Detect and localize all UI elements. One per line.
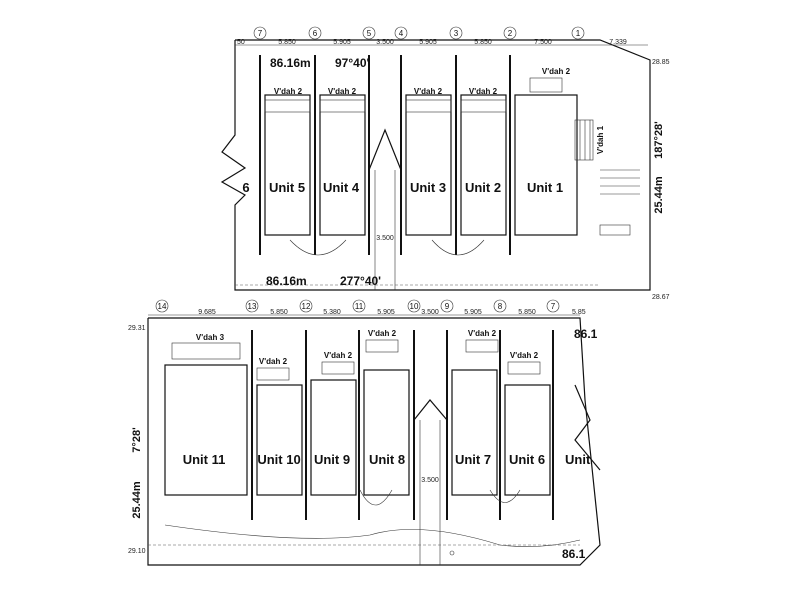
dimension-label: 5.850 (270, 309, 288, 316)
unit-label: Unit 10 (257, 452, 300, 467)
lower-unit-labels: Unit 11 Unit 10 Unit 9 Unit 8 Unit 7 Uni… (183, 452, 591, 467)
verandah-label: V'dah 2 (469, 87, 498, 96)
grid-number: 1 (576, 29, 581, 38)
rl-label: 29.31 (128, 325, 146, 332)
grid-number: 12 (302, 302, 311, 311)
unit-label: Unit 3 (410, 180, 446, 195)
grid-number: 7 (258, 29, 263, 38)
unit-label: Unit 1 (527, 180, 563, 195)
grid-number: 2 (508, 29, 513, 38)
unit-label: Unit 6 (509, 452, 545, 467)
bottom-bearing-length: 86.1 (562, 547, 586, 561)
grid-number: 14 (158, 302, 167, 311)
grid-number: 4 (399, 29, 404, 38)
left-side-angle: 7°28' (131, 427, 143, 453)
upper-verandahs: V'dah 2 V'dah 2 V'dah 2 V'dah 2 V'dah 2 … (264, 67, 605, 154)
unit-label: Unit 8 (369, 452, 405, 467)
dimension-label: 3.500 (421, 309, 439, 316)
dimension-label: 5.905 (377, 309, 395, 316)
dimension-label: 7.339 (609, 39, 627, 46)
grid-number: 3 (454, 29, 459, 38)
verandah-label: V'dah 3 (196, 333, 225, 342)
verandah-label: V'dah 2 (510, 351, 539, 360)
rl-label: 29.10 (128, 548, 146, 555)
dimension-label: 5.850 (278, 39, 296, 46)
grid-number: 11 (355, 302, 364, 311)
right-side-length: 25.44m (653, 176, 665, 214)
grid-number: 6 (313, 29, 318, 38)
lower-verandahs: V'dah 3 V'dah 2 V'dah 2 V'dah 2 V'dah 2 … (171, 329, 541, 381)
dimension-label: 5.905 (419, 39, 437, 46)
verandah-label: V'dah 2 (324, 351, 353, 360)
top-bearing-length: 86.16m (270, 56, 311, 70)
upper-grid-markers: 7 6 5 4 3 2 1 (253, 26, 585, 40)
grid-number: 5 (367, 29, 372, 38)
right-side-angle: 187°28' (653, 121, 665, 159)
dimension-label: 9.685 (198, 309, 216, 316)
verandah-label: V'dah 2 (468, 329, 497, 338)
partial-unit-label: 6 (242, 180, 249, 195)
dimension-label: 5.850 (518, 309, 536, 316)
dimension-label: 5.905 (464, 309, 482, 316)
dimension-label: 7.500 (534, 39, 552, 46)
upper-boundary (220, 39, 651, 291)
driveway-dimension: 3.500 (376, 235, 394, 242)
lower-unit-walls (148, 330, 581, 565)
rl-label: 28.85 (652, 59, 670, 66)
verandah-label: V'dah 2 (368, 329, 397, 338)
unit-label: Unit 11 (183, 452, 226, 467)
verandah-label: V'dah 2 (542, 67, 571, 76)
upper-dimensions: 50 5.850 5.905 3.500 5.905 5.850 7.500 7… (237, 39, 627, 46)
grid-number: 10 (410, 302, 419, 311)
parking-stripes (600, 169, 640, 195)
dimension-label: 5.85 (572, 309, 586, 316)
verandah-label: V'dah 2 (328, 87, 357, 96)
dimension-label: 5.850 (474, 39, 492, 46)
upper-block: 7 6 5 4 3 2 1 50 5.850 5.905 3.500 5.905… (220, 26, 670, 301)
verandah-label: V'dah 1 (596, 125, 605, 154)
grid-number: 9 (445, 302, 450, 311)
dimension-label: 5.905 (333, 39, 351, 46)
top-bearing-angle: 97°40' (335, 56, 369, 70)
unit-label: Unit 9 (314, 452, 350, 467)
grid-number: 8 (498, 302, 503, 311)
grid-number: 13 (248, 302, 257, 311)
unit-label: Unit 5 (269, 180, 305, 195)
upper-unit-labels: Unit 5 Unit 4 Unit 3 Unit 2 Unit 1 6 (242, 180, 563, 195)
bottom-bearing-angle: 277°40' (340, 274, 381, 288)
dimension-label: 50 (237, 39, 245, 46)
verandah-label: V'dah 2 (259, 357, 288, 366)
lower-grid-markers: 14 13 12 11 10 9 8 7 (155, 299, 560, 313)
unit-label: Unit 2 (465, 180, 501, 195)
dimension-label: 5.380 (323, 309, 341, 316)
lower-boundary (147, 317, 601, 566)
dimension-label: 3.500 (376, 39, 394, 46)
verandah-label: V'dah 2 (414, 87, 443, 96)
upper-unit-walls (235, 55, 640, 290)
unit-label: Unit 4 (323, 180, 360, 195)
lower-block: 14 13 12 11 10 9 8 7 9.685 5.850 5.380 5… (128, 299, 601, 566)
partial-top-bearing: 86.1 (574, 327, 598, 341)
unit-label: Unit 7 (455, 452, 491, 467)
verandah-label: V'dah 2 (274, 87, 303, 96)
bottom-bearing-length: 86.16m (266, 274, 307, 288)
grid-number: 7 (551, 302, 556, 311)
rl-label: 28.67 (652, 294, 670, 301)
partial-unit-label: Unit (565, 452, 591, 467)
lower-dimensions: 9.685 5.850 5.380 5.905 3.500 5.905 5.85… (198, 309, 585, 316)
driveway-dimension: 3.500 (421, 477, 439, 484)
left-side-length: 25.44m (131, 481, 143, 519)
